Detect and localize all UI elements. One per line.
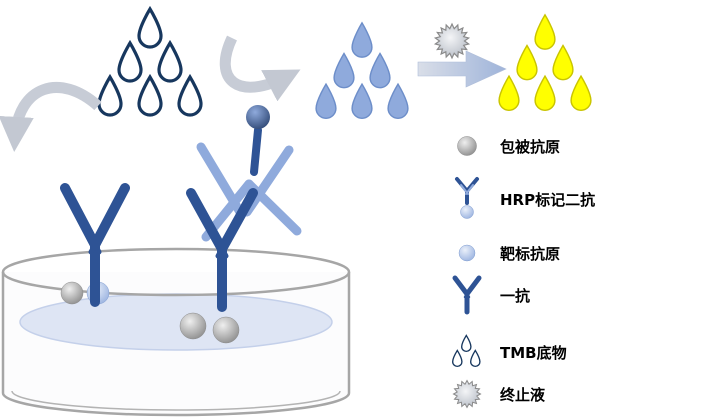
hrp-secondary-antibody-icon: [444, 176, 490, 222]
legend-label: HRP标记二抗: [500, 190, 596, 209]
legend: 包被抗原 HRP标记二抗 靶标抗原: [444, 0, 694, 419]
droplet: [333, 52, 355, 89]
droplet: [387, 83, 409, 120]
droplet: [157, 41, 183, 83]
antibody-y-shape: [60, 183, 130, 307]
primary-antibody-center: [186, 188, 258, 312]
primary-antibody-icon: [444, 274, 490, 316]
tmb-substrate-icon: [444, 334, 490, 370]
hrp-stem: [250, 126, 262, 176]
legend-label: 一抗: [500, 286, 531, 305]
legend-label: 包被抗原: [500, 137, 561, 156]
target-antigen-icon: [444, 242, 490, 264]
coating-antigen-ball: [212, 316, 240, 344]
legend-item-stop-solution: 终止液: [444, 378, 545, 410]
legend-item-coating-antigen: 包被抗原: [444, 133, 560, 159]
coating-antigen-ball: [60, 281, 84, 305]
droplet: [137, 75, 163, 117]
legend-item-hrp-secondary-antibody: HRP标记二抗: [444, 176, 595, 222]
legend-label: TMB底物: [500, 343, 567, 362]
tmb-substrate-droplets: [97, 7, 203, 117]
droplet: [315, 83, 337, 120]
droplet: [97, 75, 123, 117]
well-rim: [1, 247, 351, 297]
substrate-droplets-blue: [315, 22, 409, 120]
droplet: [177, 75, 203, 117]
microplate-well: [1, 247, 351, 417]
legend-label: 终止液: [500, 385, 546, 404]
coating-antigen-ball: [179, 312, 207, 340]
stop-solution-burst-icon: [433, 22, 471, 60]
primary-antibody-left: [60, 183, 130, 307]
droplet: [351, 22, 373, 58]
well-bottom-inner-line: [11, 390, 341, 411]
curved-arrow-substrate: [219, 35, 301, 102]
coating-antigen-icon: [444, 133, 490, 159]
curved-arrow-wash: [0, 82, 102, 153]
droplet: [117, 41, 143, 83]
hrp-enzyme-ball: [246, 105, 270, 129]
droplet: [351, 83, 373, 120]
legend-item-primary-antibody: 一抗: [444, 274, 530, 316]
legend-item-tmb-substrate: TMB底物: [444, 334, 567, 370]
reaction-arrow: [417, 50, 507, 88]
detection-complex: [186, 105, 302, 312]
droplet: [369, 52, 391, 89]
droplet: [137, 7, 163, 49]
legend-item-target-antigen: 靶标抗原: [444, 242, 560, 264]
stop-solution-icon: [444, 378, 490, 410]
legend-label: 靶标抗原: [500, 244, 561, 263]
